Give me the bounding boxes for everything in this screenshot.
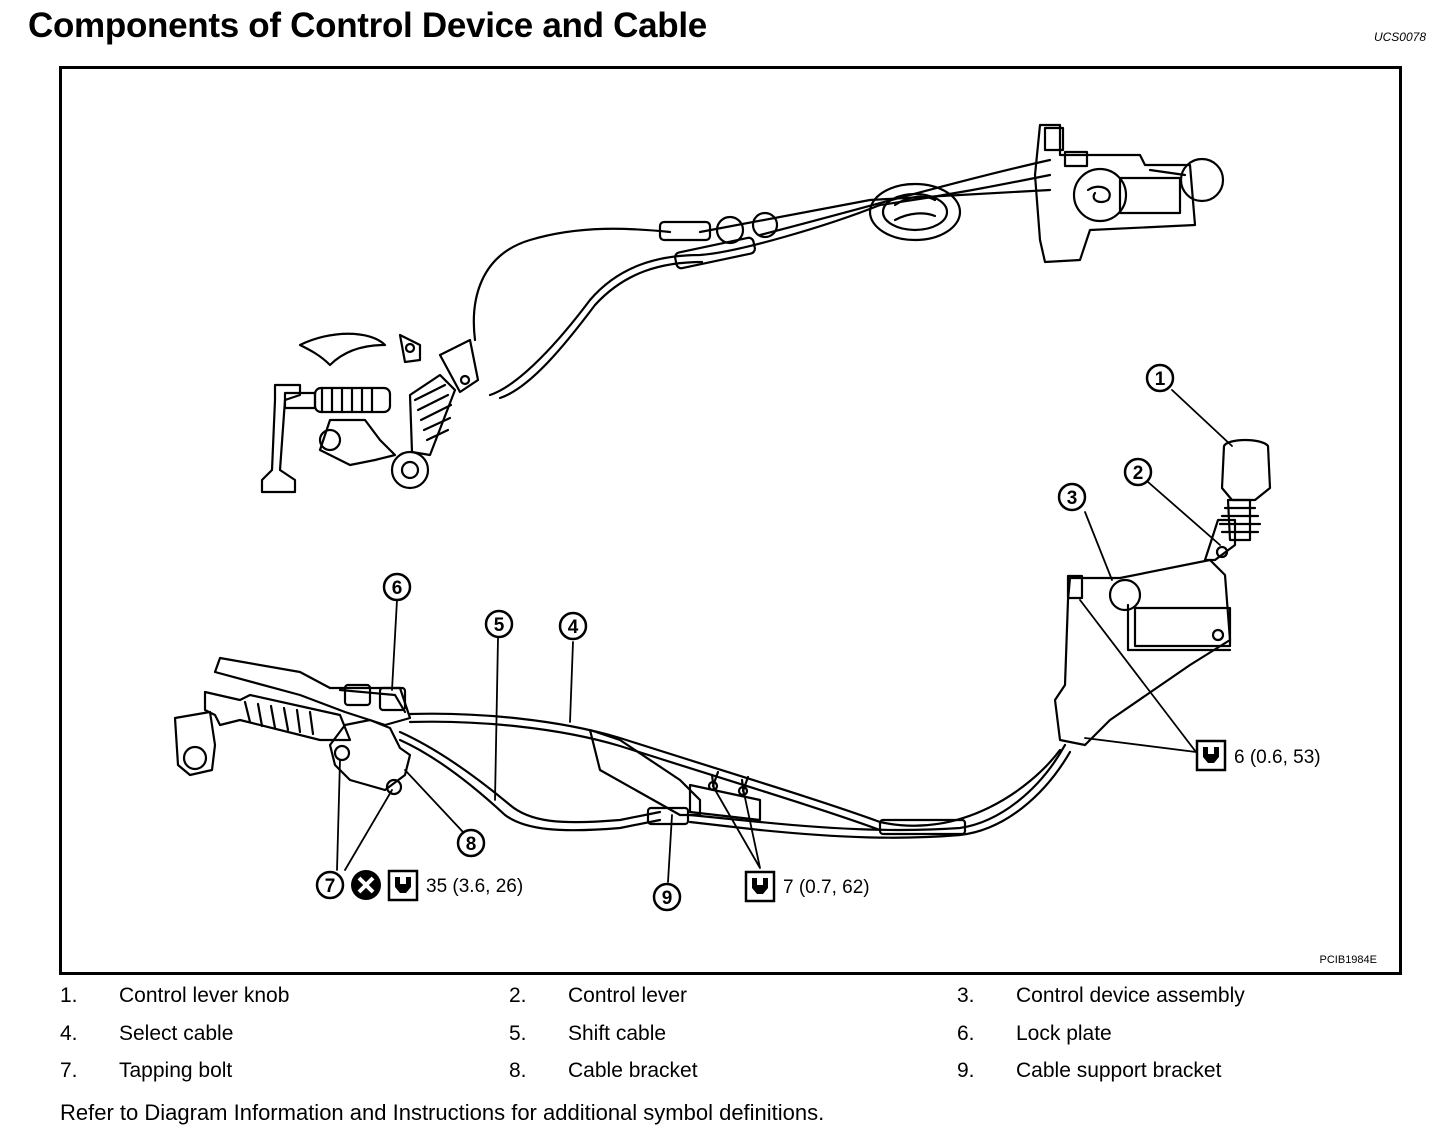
svg-text:6: 6 xyxy=(392,578,403,599)
torque-wrench-icon xyxy=(387,869,419,902)
legend-item-label: Cable bracket xyxy=(568,1059,698,1082)
legend-item-number: 6. xyxy=(957,1022,975,1045)
leader-lines xyxy=(336,389,1233,883)
do-not-reuse-icon xyxy=(351,870,381,900)
document-code: UCS0078 xyxy=(1373,30,1426,44)
callout-3: 3 xyxy=(1057,482,1087,512)
legend-item-number: 9. xyxy=(957,1059,975,1082)
svg-text:1: 1 xyxy=(1155,369,1166,390)
callout-2: 2 xyxy=(1123,457,1153,487)
callout-9: 9 xyxy=(652,882,682,912)
svg-text:6 (0.6, 53): 6 (0.6, 53) xyxy=(1234,747,1321,768)
figure-code: PCIB1984E xyxy=(1319,954,1377,966)
upper-cable-assembly xyxy=(472,123,1225,400)
legend-item-label: Lock plate xyxy=(1016,1022,1112,1045)
legend-item-label: Control device assembly xyxy=(1016,984,1245,1007)
legend-item-number: 4. xyxy=(60,1022,78,1045)
legend-item-label: Control lever xyxy=(568,984,688,1007)
upper-transmission-linkage xyxy=(260,332,480,494)
svg-text:3: 3 xyxy=(1067,488,1078,509)
svg-text:2: 2 xyxy=(1133,463,1144,484)
torque-spec-tapping-bolt: 35 (3.6, 26) xyxy=(351,869,523,902)
legend-item-label: Cable support bracket xyxy=(1016,1059,1222,1082)
legend-item-number: 7. xyxy=(60,1059,78,1082)
torque-spec-support-bracket: 7 (0.7, 62) xyxy=(744,870,870,903)
footnote: Refer to Diagram Information and Instruc… xyxy=(60,1100,825,1125)
svg-text:7 (0.7, 62): 7 (0.7, 62) xyxy=(783,877,870,898)
callout-7: 7 xyxy=(315,870,345,900)
figure-frame: PCIB1984E xyxy=(59,66,1402,975)
torque-specs: 6 (0.6, 53) 35 (3.6, 26) 7 (0.7, 62) xyxy=(351,739,1321,903)
legend-item-number: 8. xyxy=(509,1059,527,1082)
lower-transmission-end xyxy=(173,656,412,796)
page-title: Components of Control Device and Cable xyxy=(28,6,707,45)
torque-wrench-icon xyxy=(1195,739,1227,772)
svg-text:35 (3.6, 26): 35 (3.6, 26) xyxy=(426,876,523,897)
torque-spec-control-device: 6 (0.6, 53) xyxy=(1195,739,1321,772)
callout-6: 6 xyxy=(382,572,412,602)
svg-text:9: 9 xyxy=(662,888,673,909)
legend-item-label: Select cable xyxy=(119,1022,234,1045)
legend-item-label: Shift cable xyxy=(568,1022,667,1045)
legend-item-number: 2. xyxy=(509,984,527,1007)
lower-cable-assembly xyxy=(398,712,1072,839)
svg-text:4: 4 xyxy=(568,617,579,638)
legend-item-number: 1. xyxy=(60,984,78,1007)
callout-4: 4 xyxy=(558,611,588,641)
svg-text:7: 7 xyxy=(325,876,336,897)
svg-text:8: 8 xyxy=(466,834,477,855)
callout-5: 5 xyxy=(484,609,514,639)
legend-item-label: Tapping bolt xyxy=(119,1059,233,1082)
callout-1: 1 xyxy=(1145,363,1175,393)
lower-control-device xyxy=(1053,438,1272,747)
legend-item-number: 5. xyxy=(509,1022,527,1045)
callouts: 1 2 3 4 5 6 7 8 xyxy=(315,363,1175,912)
legend-item-number: 3. xyxy=(957,984,975,1007)
legend-item-label: Control lever knob xyxy=(119,984,290,1007)
torque-wrench-icon xyxy=(744,870,776,903)
callout-8: 8 xyxy=(456,828,486,858)
svg-text:5: 5 xyxy=(494,615,505,636)
